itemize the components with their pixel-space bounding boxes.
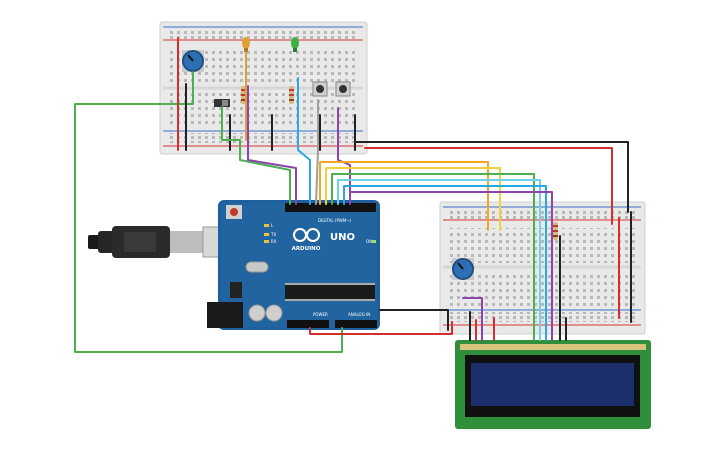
analog-header — [335, 320, 377, 328]
capacitor-2 — [265, 304, 283, 322]
wire-red-arduino-5v — [309, 321, 453, 335]
usb-cable — [88, 226, 228, 258]
led-rx-indicator — [264, 240, 269, 243]
wire-red-vcc-rail — [364, 147, 613, 225]
breadboard-right — [439, 201, 646, 335]
led-on-indicator — [372, 240, 376, 243]
wire-yellow-lcd — [325, 167, 501, 231]
l-label: L — [271, 223, 274, 228]
led-green[interactable] — [291, 37, 299, 52]
digital-header — [285, 203, 376, 212]
wire-gray-button — [315, 99, 319, 205]
led-tx-indicator — [264, 233, 269, 236]
led-yellow[interactable] — [242, 37, 250, 52]
wire-blue-led — [297, 77, 311, 205]
wire-blue-lcd — [343, 185, 547, 341]
wire-green-switch — [221, 106, 291, 205]
pushbutton-1[interactable] — [312, 81, 328, 97]
lcd-pin-header — [460, 344, 646, 350]
power-jack — [207, 302, 243, 328]
resistor-lcd — [553, 222, 558, 240]
slide-switch[interactable] — [214, 99, 230, 107]
wire-purple-lcd — [349, 191, 553, 341]
rx-label: RX — [271, 239, 277, 244]
crystal-oscillator — [245, 261, 269, 273]
wire-green-pot-analog — [74, 71, 343, 353]
wire-cyan-lcd — [337, 179, 541, 341]
digital-label: DIGITAL (PWM~) — [318, 218, 352, 223]
wire-orange-lcd — [319, 161, 489, 231]
resistor-top-1 — [241, 86, 246, 104]
wire-purple-resistor — [247, 85, 297, 205]
voltage-regulator — [230, 282, 242, 298]
arduino-model: UNO — [330, 232, 355, 243]
lcd-16x2-display[interactable] — [455, 340, 651, 429]
potentiometer-top[interactable] — [182, 50, 204, 72]
resistor-top-2 — [289, 86, 294, 104]
power-label: POWER — [313, 312, 328, 317]
led-l-indicator — [264, 224, 269, 227]
wire-black-arduino-gnd — [379, 309, 449, 331]
atmega-chip — [285, 283, 375, 301]
pushbutton-2[interactable] — [335, 81, 351, 97]
arduino-logo-right-icon — [306, 228, 320, 242]
reset-button-cap[interactable] — [230, 208, 238, 216]
wire-black-gnd-rail — [354, 141, 629, 213]
arduino-brand: ARDUINO — [292, 246, 321, 252]
wire-purple-contrast — [462, 297, 483, 341]
potentiometer-lcd[interactable] — [452, 258, 474, 280]
tx-label: TX — [270, 232, 276, 237]
power-header — [287, 320, 329, 328]
arduino-uno-board[interactable]: ARDUINO UNO DIGITAL (PWM~) TX RX L ON PO… — [207, 200, 380, 330]
capacitor-1 — [248, 304, 266, 322]
on-label: ON — [366, 239, 372, 244]
wire-green-lcd — [331, 173, 535, 341]
lcd-screen — [471, 363, 634, 406]
analog-label: ANALOG IN — [348, 312, 370, 317]
